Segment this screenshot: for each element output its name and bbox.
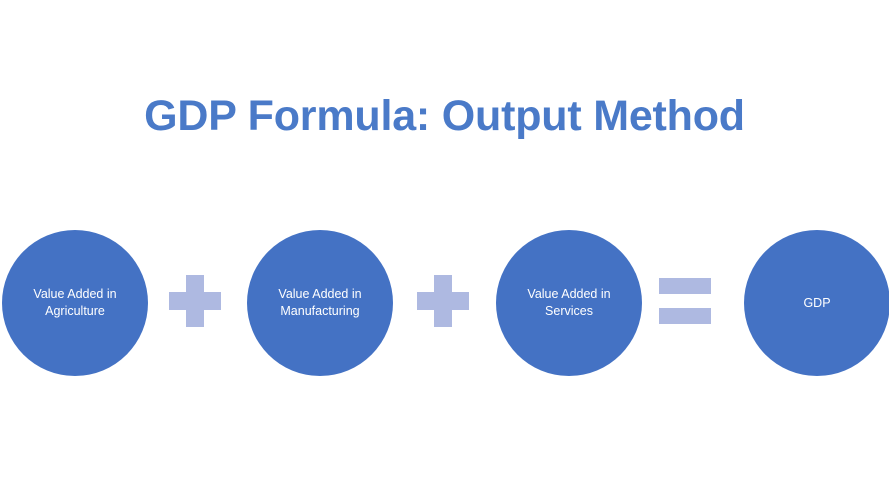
equals-icon-bottom-bar [659,308,711,324]
plus-icon-vertical-bar [434,275,452,327]
term-label-gdp: GDP [803,295,831,310]
term-label-services: Value Added in Services [527,287,611,318]
plus-icon [169,275,221,327]
term-circle-services: Value Added in Services [496,230,642,376]
term-circle-agriculture: Value Added in Agriculture [2,230,148,376]
equals-icon-top-bar [659,278,711,294]
plus-icon [417,275,469,327]
equals-icon [659,278,711,324]
plus-icon-vertical-bar [186,275,204,327]
term-circle-manufacturing: Value Added in Manufacturing [247,230,393,376]
term-circle-gdp: GDP [744,230,889,376]
term-label-agriculture: Value Added in Agriculture [33,287,117,318]
term-label-manufacturing: Value Added in Manufacturing [278,287,362,318]
gdp-formula-diagram: Value Added in Agriculture Value Added i… [0,230,889,382]
page-title: GDP Formula: Output Method [144,92,745,140]
